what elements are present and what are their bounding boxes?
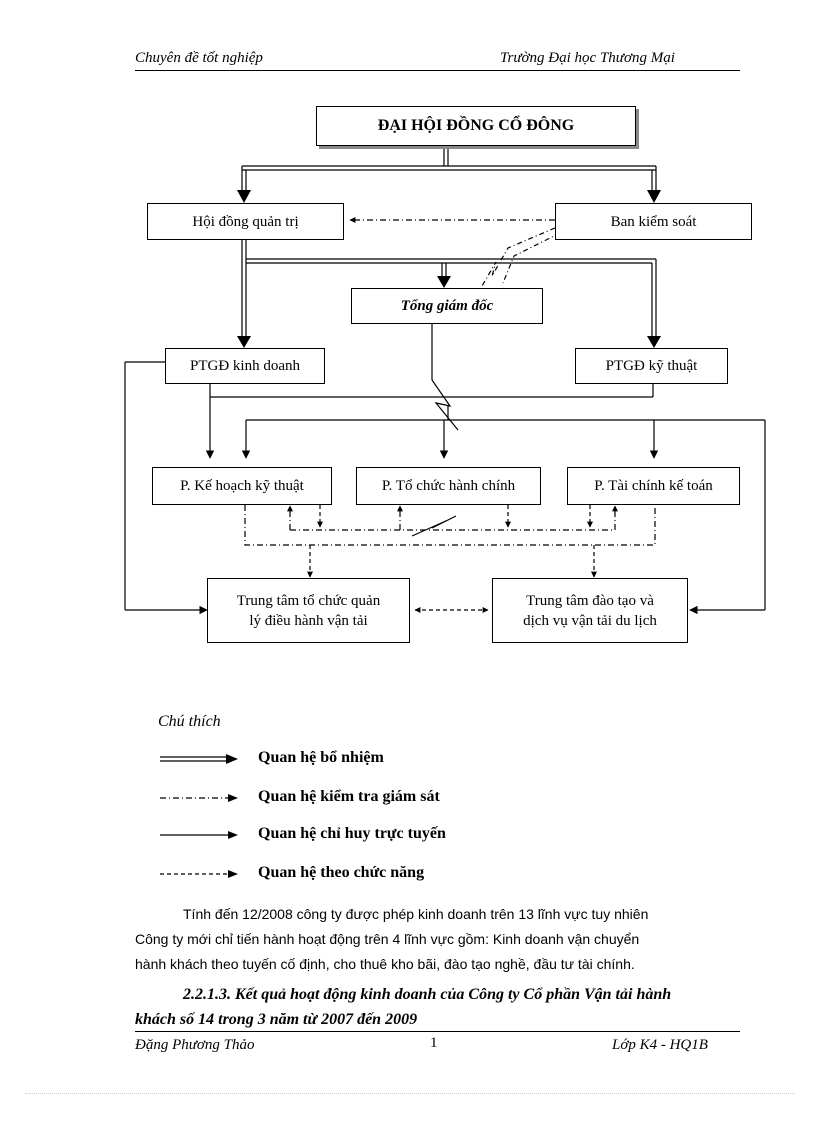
legend-label-command: Quan hệ chỉ huy trực tuyến bbox=[258, 825, 446, 842]
dept-planning-box: P. Kế hoạch kỹ thuật bbox=[152, 467, 332, 505]
dashed-arrow-icon bbox=[160, 870, 238, 878]
section-heading-line-1-text: 2.2.1.3. Kết quả hoạt động kinh doanh củ… bbox=[183, 986, 672, 1003]
training-center-box: Trung tâm đào tạo và dịch vụ vận tải du … bbox=[492, 578, 688, 643]
solid-arrow-icon bbox=[160, 831, 238, 839]
dash-dot-arrow-icon bbox=[160, 794, 238, 802]
header-right: Trường Đại học Thương Mại bbox=[500, 50, 675, 66]
legend-label-functional: Quan hệ theo chức năng bbox=[258, 864, 425, 881]
section-heading-line-1: 2.2.1.3. Kết quả hoạt động kinh doanh củ… bbox=[135, 982, 740, 1007]
dept-admin-box: P. Tổ chức hành chính bbox=[356, 467, 541, 505]
section-heading-line-2: khách số 14 trong 3 năm từ 2007 đến 2009 bbox=[135, 1011, 418, 1028]
training-center-line2: dịch vụ vận tải du lịch bbox=[523, 612, 657, 629]
paragraph-line-1: Tính đến 12/2008 công ty được phép kinh … bbox=[135, 902, 740, 927]
page-number: 1 bbox=[430, 1035, 438, 1051]
deputy-business-box: PTGĐ kinh doanh bbox=[165, 348, 325, 384]
general-director-box: Tổng giám đốc bbox=[351, 288, 543, 324]
general-meeting-box: ĐẠI HỘI ĐỒNG CỔ ĐÔNG bbox=[316, 106, 636, 146]
section-heading: 2.2.1.3. Kết quả hoạt động kinh doanh củ… bbox=[135, 982, 740, 1032]
header-rule bbox=[135, 70, 740, 71]
header-left: Chuyên đề tốt nghiệp bbox=[135, 50, 263, 66]
dept-finance-box: P. Tài chính kế toán bbox=[567, 467, 740, 505]
double-arrow-icon bbox=[160, 754, 238, 764]
legend-title: Chú thích bbox=[158, 713, 221, 730]
paragraph-line-2: Công ty mới chỉ tiến hành hoạt động trên… bbox=[135, 931, 640, 947]
training-center-line1: Trung tâm đào tạo và bbox=[526, 592, 654, 609]
operations-center-box: Trung tâm tổ chức quản lý điều hành vận … bbox=[207, 578, 410, 643]
footer-author: Đặng Phương Thảo bbox=[135, 1037, 255, 1053]
body-paragraph: Tính đến 12/2008 công ty được phép kinh … bbox=[135, 902, 740, 977]
operations-center-line1: Trung tâm tổ chức quản bbox=[236, 592, 381, 609]
operations-center-line2: lý điều hành vận tải bbox=[249, 612, 368, 629]
page-edge-divider bbox=[25, 1093, 795, 1094]
legend-label-supervision: Quan hệ kiểm tra giám sát bbox=[258, 788, 440, 805]
footer-class: Lớp K4 - HQ1B bbox=[612, 1037, 708, 1053]
footer-rule bbox=[135, 1031, 740, 1032]
deputy-technical-box: PTGĐ kỹ thuật bbox=[575, 348, 728, 384]
org-chart-connectors bbox=[124, 146, 766, 615]
board-of-directors-box: Hội đồng quản trị bbox=[147, 203, 344, 240]
supervisory-board-box: Ban kiểm soát bbox=[555, 203, 752, 240]
paragraph-line-3: hành khách theo tuyến cố định, cho thuê … bbox=[135, 956, 635, 972]
legend-label-appointment: Quan hệ bổ nhiệm bbox=[258, 749, 384, 766]
paragraph-line-1-text: Tính đến 12/2008 công ty được phép kinh … bbox=[183, 906, 649, 922]
